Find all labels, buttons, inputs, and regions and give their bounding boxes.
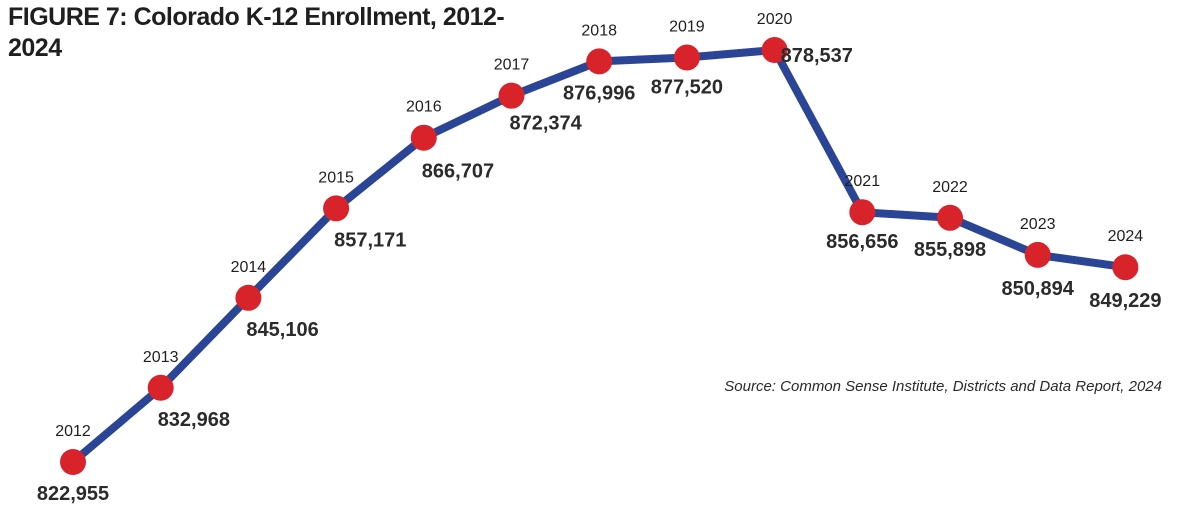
value-label-2024: 849,229	[1089, 290, 1161, 312]
value-label-2013: 832,968	[158, 409, 230, 431]
value-label-2015: 857,171	[334, 229, 406, 251]
chart-title: FIGURE 7: Colorado K-12 Enrollment, 2012…	[8, 3, 505, 62]
year-label-2019: 2019	[669, 19, 705, 36]
data-marker-2014	[235, 284, 262, 311]
data-marker-2015	[323, 195, 350, 222]
data-marker-2013	[147, 374, 174, 401]
data-marker-2019	[673, 44, 700, 71]
year-label-2020: 2020	[757, 11, 793, 28]
year-label-2016: 2016	[406, 99, 442, 116]
data-marker-2016	[410, 124, 437, 151]
year-label-2021: 2021	[845, 173, 881, 190]
data-markers	[60, 37, 1139, 475]
year-label-2014: 2014	[231, 259, 267, 276]
year-label-2023: 2023	[1020, 216, 1056, 233]
value-label-2019: 877,520	[651, 77, 723, 99]
value-label-2018: 876,996	[563, 82, 635, 104]
value-label-2020: 878,537	[781, 45, 853, 67]
year-label-2012: 2012	[55, 423, 91, 440]
data-labels: 2012 822,955 2013 832,968 2014 845,106 2015 857…	[37, 11, 1162, 505]
source-note: Source: Common Sense Institute, District…	[724, 378, 1162, 395]
year-label-2017: 2017	[494, 57, 530, 74]
value-label-2016: 866,707	[422, 161, 494, 183]
data-marker-2022	[937, 204, 963, 231]
value-label-2014: 845,106	[246, 319, 318, 341]
year-label-2015: 2015	[318, 169, 354, 186]
value-label-2023: 850,894	[1002, 278, 1075, 300]
value-label-2022: 855,898	[914, 239, 986, 261]
value-label-2012: 822,955	[37, 483, 109, 505]
year-label-2013: 2013	[143, 349, 179, 366]
data-marker-2021	[849, 199, 876, 226]
data-marker-2018	[586, 48, 613, 75]
data-marker-2020	[761, 37, 788, 63]
data-marker-2012	[60, 449, 86, 475]
year-label-2024: 2024	[1108, 228, 1144, 245]
value-label-2021: 856,656	[826, 231, 898, 253]
value-label-2017: 872,374	[510, 113, 583, 135]
data-marker-2017	[498, 82, 525, 109]
year-label-2022: 2022	[932, 179, 968, 196]
data-marker-2023	[1024, 241, 1051, 268]
year-label-2018: 2018	[581, 22, 617, 39]
data-marker-2024	[1112, 254, 1139, 281]
